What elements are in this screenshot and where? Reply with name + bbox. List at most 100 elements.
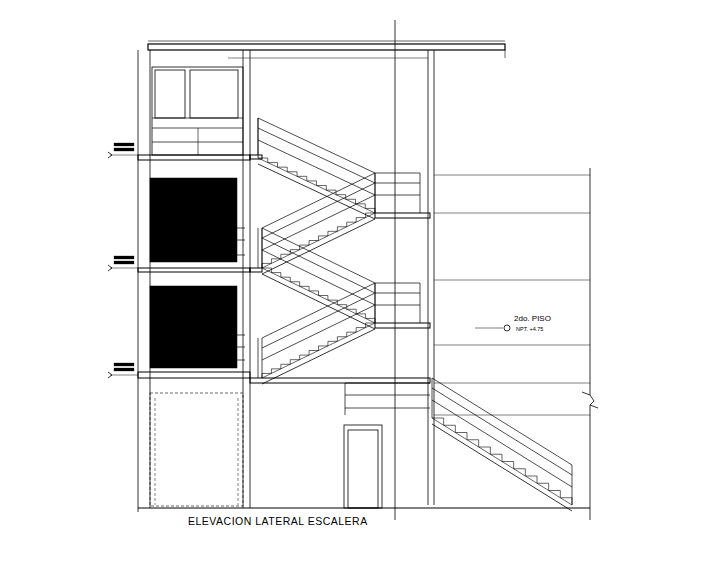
line xyxy=(434,175,590,176)
line xyxy=(434,415,590,416)
line xyxy=(258,228,259,268)
stair-step xyxy=(287,172,297,177)
line xyxy=(250,50,251,508)
stair-step xyxy=(549,491,561,498)
line xyxy=(150,347,245,348)
stair-step xyxy=(366,318,375,323)
handrail xyxy=(258,140,375,195)
handrail xyxy=(258,118,375,173)
line xyxy=(345,383,346,415)
line xyxy=(258,338,259,378)
line xyxy=(572,465,573,505)
stair-step xyxy=(365,208,375,213)
break-symbol xyxy=(582,392,598,408)
line xyxy=(152,118,243,119)
stair-step xyxy=(271,259,280,264)
line xyxy=(432,378,433,418)
level-label: 2do. PISO xyxy=(513,314,552,323)
stair-step xyxy=(346,199,356,204)
handrail xyxy=(432,388,572,475)
handrail xyxy=(258,128,375,183)
handrail xyxy=(262,250,375,305)
line xyxy=(152,128,243,129)
line xyxy=(375,293,420,294)
rect xyxy=(138,268,250,272)
level-symbol xyxy=(504,325,510,331)
stair-step xyxy=(502,462,514,469)
stair-step xyxy=(328,341,337,346)
stair-step xyxy=(336,195,346,200)
rect xyxy=(344,425,382,508)
stair-step xyxy=(444,425,456,432)
line xyxy=(590,405,591,520)
stair-step xyxy=(278,167,288,172)
line xyxy=(375,173,376,213)
stair-step xyxy=(347,332,356,337)
stair-step xyxy=(271,273,280,278)
stair-step xyxy=(525,476,537,483)
line xyxy=(148,41,505,42)
rect xyxy=(155,70,185,118)
stair-step xyxy=(297,176,307,181)
line xyxy=(152,142,243,143)
level-label: NPT. +4.75 xyxy=(515,326,544,332)
stair-step xyxy=(262,373,271,378)
line xyxy=(375,305,420,306)
line xyxy=(110,268,138,269)
rect xyxy=(114,148,134,151)
line xyxy=(375,283,376,323)
line xyxy=(375,173,376,213)
rect xyxy=(190,70,238,118)
stair-step xyxy=(262,263,271,268)
level-mark xyxy=(108,265,112,271)
rect xyxy=(348,430,378,508)
handrail xyxy=(262,283,375,338)
rect xyxy=(114,363,134,366)
rect xyxy=(150,178,237,262)
line xyxy=(258,118,259,158)
stair-step xyxy=(281,254,290,259)
stair-step xyxy=(262,268,271,273)
stair-step xyxy=(281,364,290,369)
stair-step xyxy=(281,277,290,282)
stair-step xyxy=(347,309,356,314)
line xyxy=(110,375,138,376)
line xyxy=(110,155,138,156)
rect xyxy=(114,143,134,146)
rect xyxy=(148,44,505,50)
rect xyxy=(375,323,430,328)
level-mark xyxy=(108,152,112,158)
rect xyxy=(152,67,243,155)
rect xyxy=(138,155,250,160)
line xyxy=(434,280,590,281)
line xyxy=(238,398,239,505)
rect xyxy=(375,213,430,218)
stair-step xyxy=(290,250,299,255)
level-mark xyxy=(108,372,112,378)
stair-step xyxy=(271,369,280,374)
stair-step xyxy=(467,440,479,447)
line xyxy=(150,240,245,241)
line xyxy=(428,50,429,505)
line xyxy=(345,408,430,409)
line xyxy=(420,283,421,323)
stair-step xyxy=(479,447,491,454)
line xyxy=(375,183,420,184)
stair-step xyxy=(309,241,318,246)
rect xyxy=(150,393,243,506)
stair-step xyxy=(432,418,444,425)
stair-step xyxy=(319,296,328,301)
stair-step xyxy=(300,355,309,360)
line xyxy=(434,50,435,505)
stair-step xyxy=(309,351,318,356)
line xyxy=(434,345,590,346)
line xyxy=(420,173,421,213)
rect xyxy=(250,268,262,272)
stair-step xyxy=(366,323,375,328)
stair-step xyxy=(356,328,365,333)
stair-step xyxy=(560,498,572,505)
drawing-caption: ELEVACION LATERAL ESCALERA xyxy=(187,515,369,527)
stair-step xyxy=(490,454,502,461)
handrail xyxy=(262,173,375,228)
stringer xyxy=(432,424,572,511)
